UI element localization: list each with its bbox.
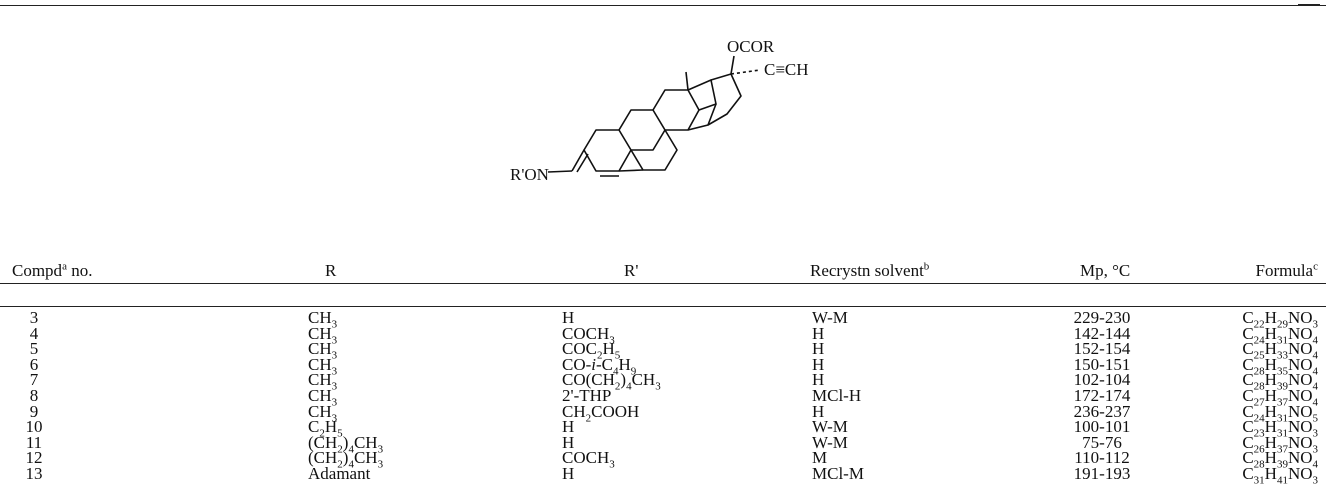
cell-mp: 236-237 [1073,401,1131,421]
cell-formula: C28H35NO4 [1242,354,1318,378]
cell-formula: C28H39NO4 [1242,370,1318,393]
cell-formula: C27H37NO4 [1242,386,1318,409]
cell-r-prime: COCH3 [562,448,615,471]
top-rule [0,5,1326,6]
cell-compd-no: 13 [25,464,43,483]
cell-compd-no: 11 [25,432,43,452]
cell-compd-no: 9 [29,401,39,421]
cell-mp: 110-112 [1074,448,1130,468]
table-row: 13 Adamant H MCl-M 191-193 C31H41NO3 [0,464,1326,486]
cell-formula: C22H29NO3 [1242,308,1318,331]
cell-solvent: W-M [812,308,848,327]
cell-formula: C24H31NO4 [1242,323,1318,346]
cell-solvent: MCl-M [812,464,864,483]
cell-compd-no: 12 [25,448,43,468]
cell-r-prime: CH2COOH [562,401,640,424]
header-solvent: Recrystn solventb [810,261,929,281]
cell-r-prime: 2'-THP [562,386,612,405]
cell-mp: 100-101 [1073,417,1131,437]
cell-r: CH3 [308,308,338,331]
table-row: 6 CH3 CO-i-C4H9 H 150-151 C28H35NO4 [0,354,1326,378]
cell-r: Adamant [308,464,371,483]
cell-solvent: H [812,370,825,390]
header-formula-footnote: c [1313,260,1318,273]
cell-compd-no: 5 [29,339,39,359]
cell-compd-no: 6 [29,354,39,374]
cell-r: CH3 [308,323,338,346]
cell-solvent: H [812,354,825,374]
cell-r-prime: CO-i-C4H9 [562,354,637,378]
cell-mp: 142-144 [1073,323,1131,343]
cell-solvent: H [812,401,825,421]
header-formula: Formulac [1256,261,1319,281]
table-row: 8 CH3 2'-THP MCl-H 172-174 C27H37NO4 [0,386,1326,409]
cell-solvent: H [812,339,825,359]
cell-mp: 152-154 [1073,339,1131,359]
table-row: 5 CH3 COC2H5 H 152-154 C25H33NO4 [0,339,1326,362]
cell-formula: C26H37NO3 [1242,432,1318,456]
header-solvent-footnote: b [923,260,930,273]
header-r: R [325,261,337,280]
cell-formula: C28H39NO4 [1242,448,1318,471]
cell-solvent: W-M [812,417,848,437]
cell-mp: 191-193 [1073,464,1131,483]
table-row: 7 CH3 CO(CH2)4CH3 H 102-104 C28H39NO4 [0,370,1326,393]
cell-r: CH3 [308,386,338,409]
ocor-label: OCOR [727,37,775,56]
cell-mp: 229-230 [1073,308,1131,327]
table-row: 3 CH3 H W-M 229-230 C22H29NO3 [0,308,1326,331]
table-row: 4 CH3 COCH3 H 142-144 C24H31NO4 [0,323,1326,346]
table-row: 10 C2H5 H W-M 100-101 C23H31NO3 [0,417,1326,440]
cell-r: (CH2)4CH3 [308,448,384,471]
cell-r-prime: COC2H5 [562,339,621,362]
cell-r: (CH2)4CH3 [308,432,384,456]
cell-formula: C23H31NO3 [1242,417,1318,440]
header-r-prime: R' [624,261,639,280]
cell-solvent: H [812,323,825,343]
cell-formula: C31H41NO3 [1242,464,1318,486]
cell-solvent: M [812,448,828,468]
cell-mp: 102-104 [1073,370,1131,390]
header-rule-top [0,283,1326,284]
header-formula-text: Formula [1255,261,1314,280]
cell-formula: C25H33NO4 [1242,339,1318,362]
header-mp: Mp, °C [1080,261,1131,280]
cell-r-prime: H [562,417,575,437]
cell-compd-no: 10 [25,417,43,437]
table-row: 11 (CH2)4CH3 H W-M 75-76 C26H37NO3 [0,432,1326,456]
cell-compd-no: 3 [29,308,39,327]
cell-r: CH3 [308,339,338,362]
cell-r: CH3 [308,370,338,393]
oxime-label: R'ON [510,165,549,184]
ethynyl-label: C≡CH [764,60,809,79]
cell-r-prime: H [562,308,575,327]
cell-compd-no: 8 [29,386,39,405]
header-rule-bottom [0,306,1326,307]
cell-r: C2H5 [308,417,343,440]
steroid-structure: OCOR C≡CH R'ON [510,37,809,184]
cell-mp: 75-76 [1082,432,1122,452]
header-solvent-text: Recrystn solvent [810,261,924,280]
cell-mp: 172-174 [1073,386,1131,405]
cell-solvent: MCl-H [812,386,862,405]
cell-mp: 150-151 [1073,354,1131,374]
cell-r-prime: H [562,432,575,452]
table-row: 9 CH3 CH2COOH H 236-237 C24H31NO5 [0,401,1326,424]
top-right-rule [1298,4,1320,6]
header-compd-suffix: no. [66,261,93,280]
cell-r-prime: CO(CH2)4CH3 [562,370,661,393]
cell-compd-no: 7 [29,370,39,390]
cell-solvent: W-M [812,432,848,452]
cell-formula: C24H31NO5 [1242,401,1318,424]
cell-r-prime: H [562,464,575,483]
table-row: 12 (CH2)4CH3 COCH3 M 110-112 C28H39NO4 [0,448,1326,471]
header-compd: Compda no. [12,261,92,281]
cell-r-prime: COCH3 [562,323,615,346]
header-compd-footnote: a [62,260,67,273]
header-compd-text: Compd [12,261,63,280]
cell-r: CH3 [308,401,338,424]
cell-r: CH3 [308,354,338,378]
cell-compd-no: 4 [29,323,39,343]
